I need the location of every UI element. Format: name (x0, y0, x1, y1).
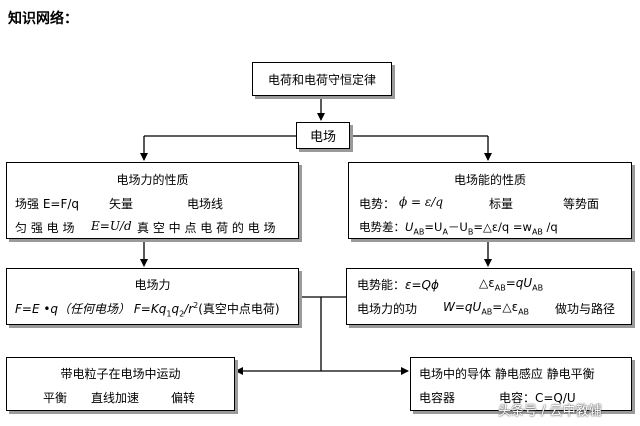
capacitance-formula: 电容：C=Q/U (499, 391, 576, 405)
field-strength-formula: 场强 E=F/q (15, 197, 80, 211)
potential-energy-box: 电势能：ε=Qϕ △εAB=qUAB 电场力的功 W=qUAB=△εAB 做功与… (346, 268, 632, 325)
electric-field-label: 电场 (309, 130, 336, 145)
work-label: 电场力的功 (357, 302, 418, 316)
path-independence-label: 做功与路径 (555, 302, 616, 316)
electric-force-box: 电场力 F=E •q（任何电场） F=Kq1q2/r2(真空中点电荷) (6, 268, 299, 325)
energy-properties-box: 电场能的性质 电势： ϕ = ε/q 标量 等势面 电势差：UAB=UA－UB=… (348, 162, 632, 239)
deflection-label: 偏转 (171, 391, 196, 405)
equilibrium-label: 平衡 (43, 391, 68, 405)
particle-motion-title: 带电粒子在电场中运动 (60, 367, 181, 381)
force-properties-box: 电场力的性质 场强 E=F/q 矢量 电场线 匀 强 电 场 E=U/d 真 空… (6, 162, 299, 239)
electric-field-box: 电场 (296, 122, 350, 149)
charge-conservation-box: 电荷和电荷守恒定律 (252, 62, 392, 96)
uniform-field-formula: E=U/d (91, 219, 132, 233)
electric-force-title: 电场力 (134, 278, 171, 292)
energy-change-formula: △εAB=qUAB (479, 276, 544, 293)
potential-energy-row: 电势能：ε=Qϕ (357, 278, 439, 292)
potential-formula: ϕ = ε/q (399, 195, 444, 209)
conductor-box: 电场中的导体 静电感应 静电平衡 电容器 电容：C=Q/U (410, 357, 632, 411)
scalar-label: 标量 (489, 197, 514, 211)
force-properties-title: 电场力的性质 (116, 173, 189, 187)
energy-properties-title: 电场能的性质 (453, 173, 527, 187)
watermark: 头条号 / 云中教辅 (498, 404, 602, 419)
charge-conservation-label: 电荷和电荷守恒定律 (267, 72, 376, 87)
conductor-row: 电场中的导体 静电感应 静电平衡 (419, 367, 595, 381)
work-formula: W=qUAB=△εAB (443, 300, 530, 317)
potential-label: 电势： (359, 197, 396, 211)
section-heading: 知识网络： (8, 11, 78, 27)
particle-motion-box: 带电粒子在电场中运动 平衡 直线加速 偏转 (6, 357, 235, 411)
equipotential-label: 等势面 (563, 197, 600, 211)
point-charge-field-label: 真 空 中 点 电 荷 的 电 场 (137, 221, 276, 235)
vector-label: 矢量 (109, 197, 134, 211)
potential-difference-formula: 电势差：UAB=UA－UB=△ε/q =wAB /q (359, 220, 558, 237)
uniform-field-label: 匀 强 电 场 (15, 221, 75, 235)
field-line-label: 电场线 (187, 197, 224, 211)
capacitor-label: 电容器 (419, 391, 456, 405)
linear-acceleration-label: 直线加速 (91, 391, 140, 405)
electric-force-formulas: F=E •q（任何电场） F=Kq1q2/r2(真空中点电荷) (15, 301, 280, 319)
